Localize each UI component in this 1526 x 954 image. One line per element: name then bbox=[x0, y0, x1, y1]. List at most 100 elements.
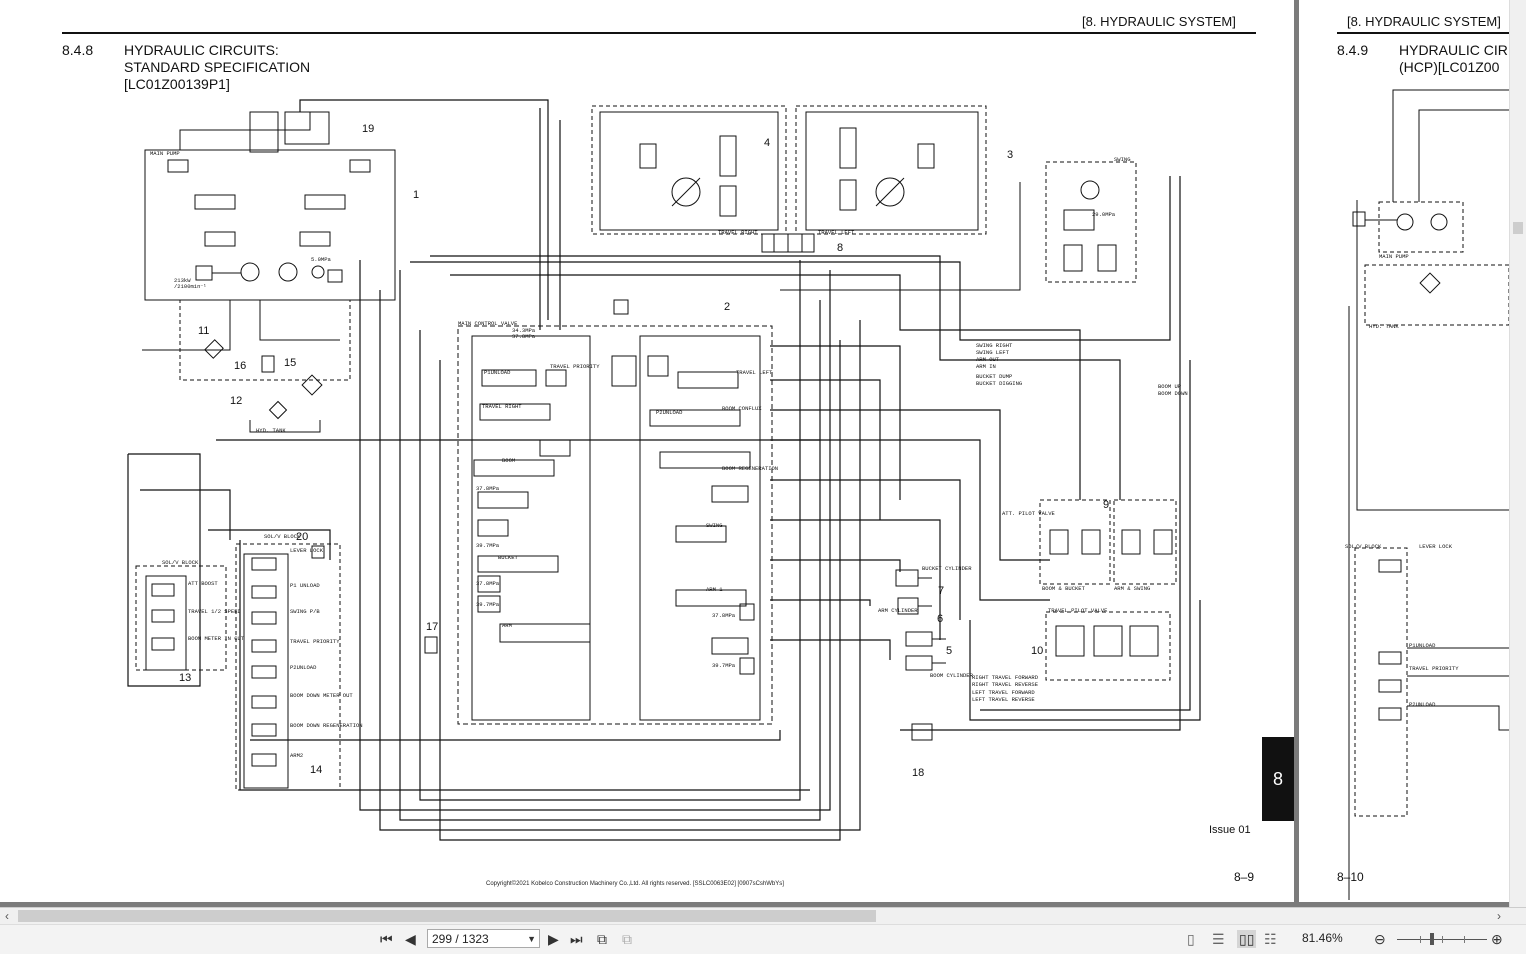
svg-text:P1UNLOAD: P1UNLOAD bbox=[484, 369, 511, 376]
svg-text:ARM CYLINDER: ARM CYLINDER bbox=[878, 607, 918, 614]
svg-text:TRAVEL PRIORITY: TRAVEL PRIORITY bbox=[290, 638, 340, 645]
svg-text:HYD. TANK: HYD. TANK bbox=[1369, 323, 1399, 330]
svg-text:4: 4 bbox=[764, 137, 770, 149]
svg-text:TRAVEL LEFT: TRAVEL LEFT bbox=[736, 369, 773, 376]
hyd-tank-area bbox=[142, 299, 351, 433]
svg-text:SWING P/B: SWING P/B bbox=[290, 608, 320, 615]
svg-text:LEFT TRAVEL FORWARD: LEFT TRAVEL FORWARD bbox=[972, 689, 1035, 696]
viewer-toolbar: ⏮ ◀ 299 / 1323 ▼ ▶ ⏭ ⧉ ⧉ ▯ ☰ ▯▯ ☷ 81.46%… bbox=[0, 924, 1526, 954]
section-title: HYDRAULIC CIRCUITS: STANDARD SPECIFICATI… bbox=[124, 42, 310, 93]
svg-text:TRAVEL 1/2 SPEED: TRAVEL 1/2 SPEED bbox=[188, 608, 242, 615]
svg-text:RIGHT TRAVEL REVERSE: RIGHT TRAVEL REVERSE bbox=[972, 681, 1039, 688]
svg-text:RIGHT TRAVEL FORWARD: RIGHT TRAVEL FORWARD bbox=[972, 674, 1039, 681]
svg-text:37.8MPa: 37.8MPa bbox=[476, 485, 500, 492]
section-title-line-2: (HCP)[LC01Z00 bbox=[1399, 59, 1500, 75]
svg-text:TRAVEL PRIORITY: TRAVEL PRIORITY bbox=[1409, 665, 1459, 672]
svg-text:39.7MPa: 39.7MPa bbox=[476, 601, 500, 608]
svg-text:P1UNLOAD: P1UNLOAD bbox=[1409, 642, 1436, 649]
horizontal-scrollbar[interactable]: ‹ › bbox=[0, 907, 1526, 925]
scroll-left-icon[interactable]: ‹ bbox=[5, 909, 9, 923]
swing-motor bbox=[780, 161, 1137, 291]
zoom-tick bbox=[1464, 936, 1465, 943]
zoom-tick bbox=[1420, 936, 1421, 943]
svg-text:BOOM REGENERATION: BOOM REGENERATION bbox=[722, 465, 778, 472]
svg-text:SOL/V BLOCK: SOL/V BLOCK bbox=[1345, 543, 1382, 550]
svg-text:BOOM DOWN: BOOM DOWN bbox=[1158, 390, 1188, 397]
svg-text:7: 7 bbox=[938, 585, 944, 597]
svg-text:11: 11 bbox=[198, 325, 209, 337]
hydraulic-circuit-diagram: 1 2 3 4 5 6 7 8 9 10 11 12 13 14 15 16 1… bbox=[127, 99, 1201, 841]
page-number-field[interactable]: 299 / 1323 ▼ bbox=[427, 929, 540, 948]
section-title: HYDRAULIC CIR (HCP)[LC01Z00 bbox=[1399, 42, 1508, 76]
horizontal-scroll-thumb[interactable] bbox=[18, 910, 876, 922]
two-page-continuous-icon[interactable]: ☷ bbox=[1264, 931, 1277, 947]
zoom-tick bbox=[1442, 936, 1443, 943]
svg-text:6: 6 bbox=[937, 613, 943, 625]
svg-text:BOOM METER IN CUT: BOOM METER IN CUT bbox=[188, 635, 245, 642]
section-number: 8.4.8 bbox=[62, 42, 94, 58]
svg-text:P2UNLOAD: P2UNLOAD bbox=[656, 409, 683, 416]
zoom-level: 81.46% bbox=[1302, 931, 1343, 945]
svg-text:BOOM & BUCKET: BOOM & BUCKET bbox=[1042, 585, 1086, 592]
zoom-slider-knob[interactable] bbox=[1430, 933, 1434, 945]
svg-text:39.7MPa: 39.7MPa bbox=[712, 662, 736, 669]
vertical-scrollbar[interactable] bbox=[1509, 0, 1526, 907]
copyright-notice: Copyright©2021 Kobelco Construction Mach… bbox=[486, 881, 784, 887]
page-number: 8–9 bbox=[1234, 870, 1255, 884]
main-control-valve bbox=[457, 299, 773, 725]
zoom-out-icon[interactable]: ⊖ bbox=[1374, 931, 1386, 947]
svg-text:3: 3 bbox=[1007, 149, 1013, 161]
travel-motors bbox=[591, 105, 987, 253]
prev-page-icon[interactable]: ◀ bbox=[405, 931, 416, 947]
solenoid-valve-blocks bbox=[135, 543, 341, 791]
fit-page-icon[interactable]: ⧉ bbox=[597, 931, 607, 947]
continuous-icon[interactable]: ☰ bbox=[1212, 931, 1225, 947]
chapter-tab: 8 bbox=[1262, 737, 1294, 821]
svg-text:29.0MPa: 29.0MPa bbox=[1092, 211, 1116, 218]
scroll-right-icon[interactable]: › bbox=[1497, 909, 1501, 923]
svg-text:1: 1 bbox=[413, 189, 419, 201]
svg-text:10: 10 bbox=[1031, 645, 1043, 657]
svg-text:13: 13 bbox=[179, 672, 191, 684]
svg-text:16: 16 bbox=[234, 360, 246, 372]
fit-width-icon[interactable]: ⧉ bbox=[622, 931, 632, 947]
svg-text:ARM 1: ARM 1 bbox=[706, 586, 723, 593]
svg-text:34.3MPa: 34.3MPa bbox=[512, 327, 536, 334]
svg-text:P1 UNLOAD: P1 UNLOAD bbox=[290, 582, 320, 589]
svg-text:37.8MPa: 37.8MPa bbox=[476, 580, 500, 587]
svg-text:BUCKET CYLINDER: BUCKET CYLINDER bbox=[922, 565, 972, 572]
svg-text:TRAVEL PILOT VALVE: TRAVEL PILOT VALVE bbox=[1048, 607, 1108, 614]
svg-text:15: 15 bbox=[284, 357, 296, 369]
svg-text:HYD. TANK: HYD. TANK bbox=[256, 427, 286, 434]
document-page-8-9: [8. HYDRAULIC SYSTEM] 8.4.8 HYDRAULIC CI… bbox=[0, 0, 1294, 902]
svg-text:213kW: 213kW bbox=[174, 277, 191, 284]
svg-text:SWING RIGHT: SWING RIGHT bbox=[976, 342, 1013, 349]
svg-text:SOL/V BLOCK: SOL/V BLOCK bbox=[264, 533, 301, 540]
section-title-line-1: HYDRAULIC CIRCUITS: bbox=[124, 42, 279, 58]
next-page-icon[interactable]: ▶ bbox=[548, 931, 559, 947]
svg-text:ATT. PILOT VALVE: ATT. PILOT VALVE bbox=[1002, 510, 1056, 517]
single-page-icon[interactable]: ▯ bbox=[1187, 931, 1195, 947]
svg-text:ATT BOOST: ATT BOOST bbox=[188, 580, 218, 587]
svg-text:TRAVEL RIGHT: TRAVEL RIGHT bbox=[718, 229, 758, 236]
svg-text:9: 9 bbox=[1103, 499, 1109, 511]
svg-text:ARM & SWING: ARM & SWING bbox=[1114, 585, 1150, 592]
svg-text:17: 17 bbox=[426, 621, 438, 633]
zoom-in-icon[interactable]: ⊕ bbox=[1491, 931, 1503, 947]
chevron-down-icon[interactable]: ▼ bbox=[527, 934, 536, 944]
svg-text:37.8MPa: 37.8MPa bbox=[512, 333, 536, 340]
svg-text:14: 14 bbox=[310, 764, 322, 776]
svg-text:5.0MPa: 5.0MPa bbox=[311, 256, 332, 263]
vertical-scroll-thumb[interactable] bbox=[1513, 222, 1523, 234]
first-page-icon[interactable]: ⏮ bbox=[380, 931, 393, 947]
svg-text:SWING: SWING bbox=[706, 522, 723, 529]
last-page-icon[interactable]: ⏭ bbox=[570, 931, 583, 947]
svg-text:39.7MPa: 39.7MPa bbox=[476, 542, 500, 549]
page-header: [8. HYDRAULIC SYSTEM] bbox=[1082, 14, 1236, 29]
svg-text:SOL/V BLOCK: SOL/V BLOCK bbox=[162, 559, 199, 566]
section-title-line-3: [LC01Z00139P1] bbox=[124, 76, 230, 92]
svg-text:LEVER LOCK: LEVER LOCK bbox=[1419, 543, 1453, 550]
two-page-icon[interactable]: ▯▯ bbox=[1237, 930, 1257, 948]
svg-text:BUCKET DUMP: BUCKET DUMP bbox=[976, 373, 1012, 380]
main-pump-assembly bbox=[144, 111, 396, 341]
